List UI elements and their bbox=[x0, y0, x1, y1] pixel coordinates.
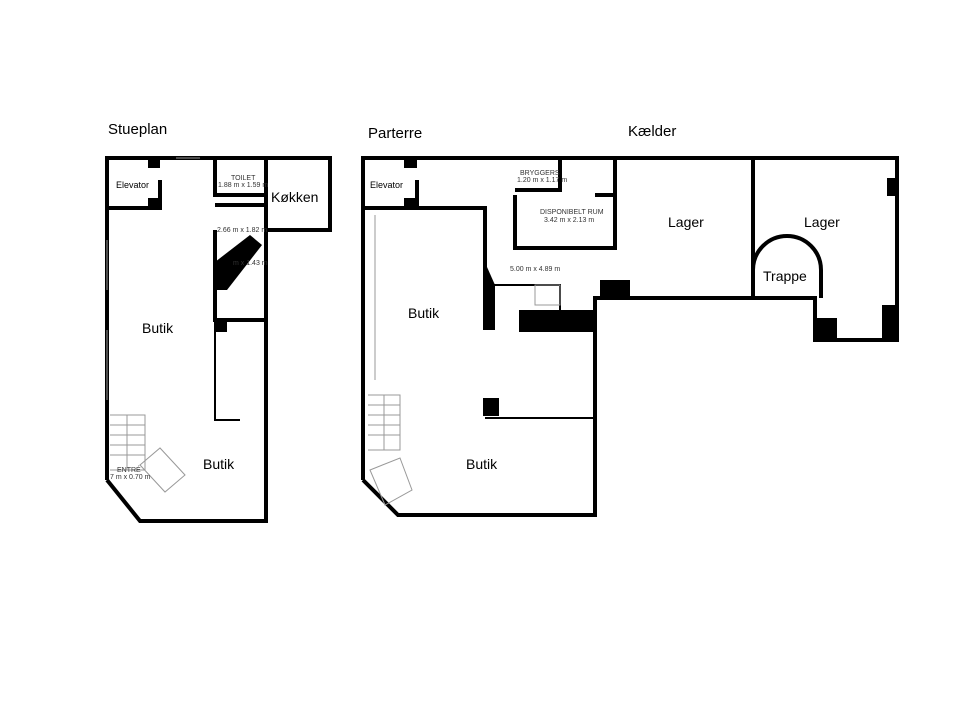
parterre-bryggers-size: 1.20 m x 1.17 m bbox=[517, 177, 568, 184]
parterre-storage-size: 3.42 m x 2.13 m bbox=[544, 217, 595, 224]
parterre-kaelder-walls bbox=[361, 156, 899, 517]
stueplan-kitchen-label: Køkken bbox=[271, 189, 319, 205]
kaelder-title: Kælder bbox=[628, 123, 677, 140]
stueplan-toilet-label: TOILET bbox=[231, 175, 256, 182]
stueplan-toilet-size: 1.88 m x 1.59 m bbox=[218, 182, 269, 189]
stueplan-entrance-size: 7 m x 0.70 m bbox=[110, 474, 151, 481]
stueplan-stair-size: m x 1.43 m bbox=[233, 260, 268, 267]
parterre-hall-size: 5.00 m x 4.89 m bbox=[510, 266, 561, 273]
parterre-bryggers-label: BRYGGERS bbox=[520, 170, 560, 177]
stueplan-title: Stueplan bbox=[108, 121, 168, 138]
parterre-elevator-label: Elevator bbox=[370, 180, 404, 190]
parterre-shop-lower-label: Butik bbox=[466, 456, 498, 472]
parterre-title: Parterre bbox=[368, 125, 423, 142]
stueplan-elevator-label: Elevator bbox=[116, 180, 150, 190]
parterre-storage-label: DISPONIBELT RUM bbox=[540, 209, 604, 216]
stueplan-shop-upper-label: Butik bbox=[142, 320, 174, 336]
kaelder-stairs-label: Trappe bbox=[763, 268, 807, 284]
kaelder-storage-left-label: Lager bbox=[668, 214, 704, 230]
stueplan-walls bbox=[105, 156, 332, 523]
kaelder-storage-right-label: Lager bbox=[804, 214, 840, 230]
stueplan-shop-lower-label: Butik bbox=[203, 456, 235, 472]
parterre-shop-upper-label: Butik bbox=[408, 305, 440, 321]
stueplan-hall-size: 2.66 m x 1.82 m bbox=[217, 227, 268, 234]
stueplan-entrance-label: ENTRÉ bbox=[117, 467, 141, 474]
